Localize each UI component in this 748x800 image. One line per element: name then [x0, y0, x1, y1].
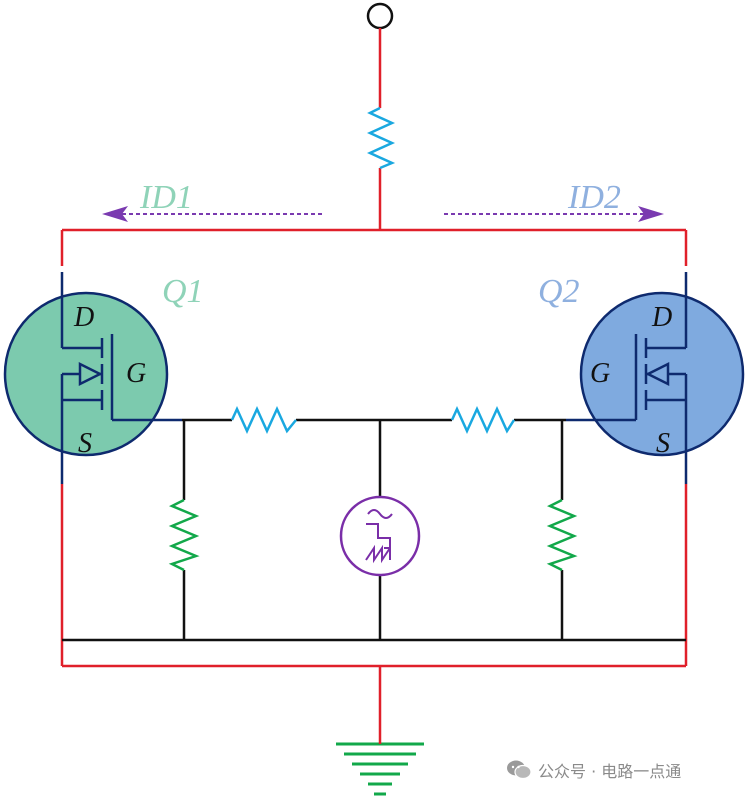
id1-current-arrow — [102, 206, 322, 222]
id2-label: ID2 — [567, 179, 621, 216]
q1-source-label: S — [78, 428, 92, 459]
q1-drain-label: D — [73, 302, 94, 333]
wechat-icon — [507, 760, 532, 780]
drain-resistor — [366, 106, 396, 170]
q1-gate-label: G — [126, 358, 146, 389]
q1-mosfet-symbol — [60, 272, 182, 484]
signal-wiring — [62, 418, 686, 642]
q1-label: Q1 — [162, 273, 204, 310]
shunt-resistor-left — [168, 498, 200, 572]
q2-gate-label: G — [590, 358, 610, 389]
signal-source — [339, 495, 421, 577]
shunt-resistor-right — [546, 498, 578, 572]
ground-symbol — [336, 742, 424, 796]
watermark-text: 公众号 · 电路一点通 — [538, 762, 682, 781]
q2-drain-label: D — [651, 302, 672, 333]
gate-resistor-left — [230, 405, 297, 435]
watermark: 公众号 · 电路一点通 — [506, 758, 681, 782]
q2-label: Q2 — [538, 273, 580, 310]
supply-terminal — [366, 2, 394, 30]
power-wiring — [60, 28, 688, 734]
id2-current-arrow — [444, 206, 664, 222]
gate-resistor-right — [450, 405, 516, 435]
q2-source-label: S — [656, 428, 670, 459]
q2-mosfet-symbol — [566, 272, 688, 484]
id1-label: ID1 — [139, 179, 193, 216]
